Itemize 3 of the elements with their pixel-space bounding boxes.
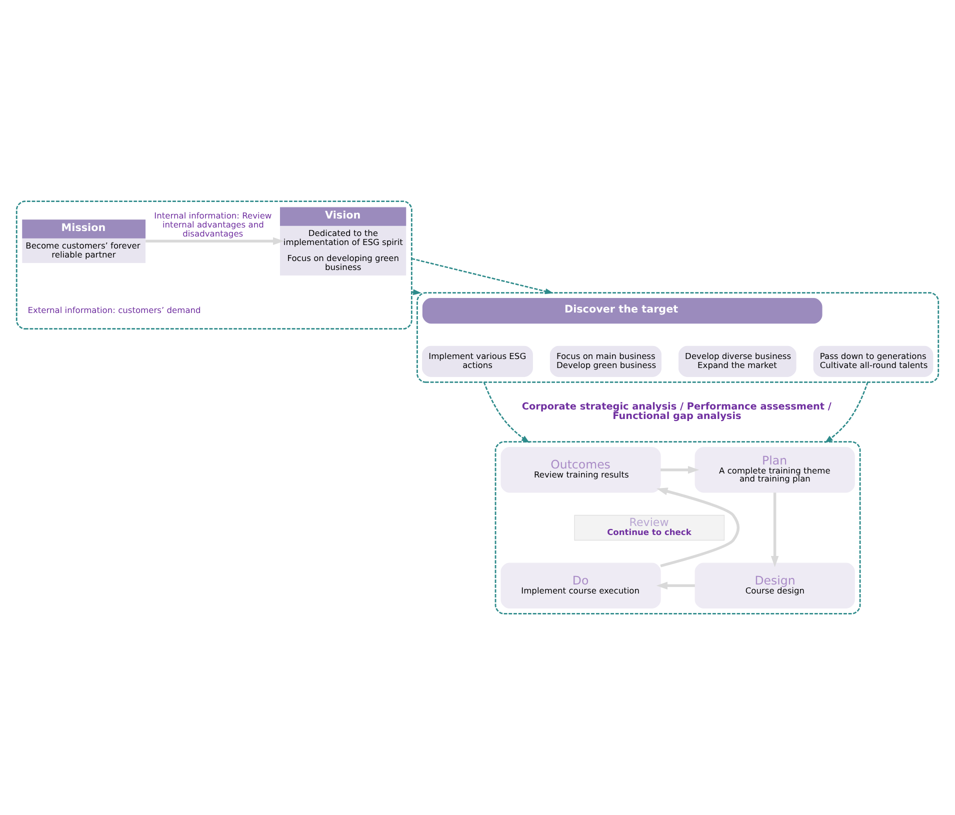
- edge-label: Internal information: Review internal advantages and disadvantages: [154, 210, 272, 239]
- label: External information: customers’ demand: [28, 304, 201, 315]
- label: Corporate strategic analysis / Performance assessment / Functional gap analysis: [522, 401, 832, 422]
